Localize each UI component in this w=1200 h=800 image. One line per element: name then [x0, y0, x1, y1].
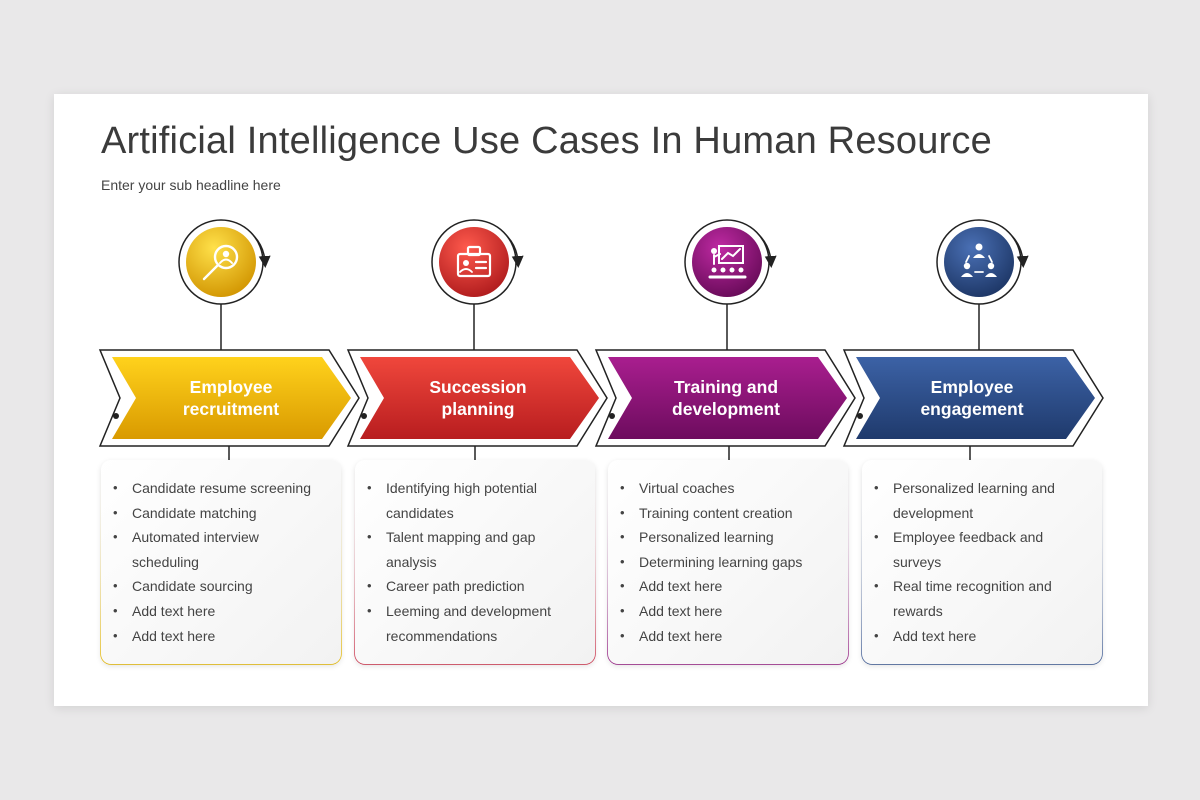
list-item: Leeming and development — [367, 599, 585, 624]
card-training-development: Virtual coaches Training content creatio… — [608, 460, 848, 664]
card-employee-engagement: Personalized learning and development Em… — [862, 460, 1102, 664]
step-label-line1: Succession — [429, 377, 526, 397]
list-item: Determining learning gaps — [620, 550, 838, 575]
list-item-continuation: candidates — [386, 504, 454, 521]
list-item: Real time recognition and — [874, 574, 1092, 599]
presentation-board-icon — [708, 245, 747, 279]
team-network-icon — [961, 243, 997, 277]
list-item-continuation: rewards — [893, 602, 943, 619]
bullet-list: Candidate resume screening Candidate mat… — [101, 460, 341, 648]
page-title: Artificial Intelligence Use Cases In Hum… — [101, 120, 992, 162]
id-badge-icon — [456, 245, 492, 278]
list-item-continuation: development — [893, 504, 974, 521]
recruitment-search-icon — [202, 244, 239, 281]
page-subtitle: Enter your sub headline here — [101, 177, 281, 193]
step-label-line2: planning — [442, 399, 515, 419]
bullet-list: Virtual coaches Training content creatio… — [608, 460, 848, 648]
rotation-arrow — [1011, 235, 1029, 268]
step-label-line1: Training and — [674, 377, 778, 397]
bullet-list: Personalized learning and development Em… — [862, 460, 1102, 648]
chevron-fill — [856, 357, 1095, 439]
step-training-development: Training and development — [594, 219, 856, 665]
step-label-line2: recruitment — [183, 399, 279, 419]
step-employee-recruitment: Employee recruitment — [98, 219, 360, 665]
list-item-continuation: analysis — [386, 553, 437, 570]
connector-dot — [857, 413, 863, 419]
list-item: Talent mapping and gap — [367, 525, 585, 550]
step-succession-planning: Succession planning — [346, 219, 608, 665]
connector-dot — [361, 413, 367, 419]
list-item: Candidate sourcing — [113, 574, 331, 599]
list-item: Add text here — [874, 624, 1092, 649]
rotation-arrow — [506, 235, 524, 268]
list-item: Personalized learning — [620, 525, 838, 550]
card-employee-recruitment: Candidate resume screening Candidate mat… — [101, 460, 341, 664]
list-item: Personalized learning and — [874, 476, 1092, 501]
rotation-arrow — [759, 235, 777, 268]
connector-dot — [113, 413, 119, 419]
list-item: Add text here — [620, 624, 838, 649]
list-item: Candidate matching — [113, 501, 331, 526]
list-item: Add text here — [113, 624, 331, 649]
chevron-fill — [360, 357, 599, 439]
list-item: Virtual coaches — [620, 476, 838, 501]
list-item: Add text here — [620, 599, 838, 624]
chevron-fill — [112, 357, 351, 439]
list-item: Candidate resume screening — [113, 476, 331, 501]
list-item: Training content creation — [620, 501, 838, 526]
connector-dot — [609, 413, 615, 419]
list-item: Identifying high potential — [367, 476, 585, 501]
list-item: Career path prediction — [367, 574, 585, 599]
list-item-continuation: surveys — [893, 553, 942, 570]
bullet-list: Identifying high potential candidates Ta… — [355, 460, 595, 648]
chevron-fill — [608, 357, 847, 439]
list-item-continuation: recommendations — [386, 627, 498, 644]
card-succession-planning: Identifying high potential candidates Ta… — [355, 460, 595, 664]
list-item: Employee feedback and — [874, 525, 1092, 550]
step-label-line1: Employee — [190, 377, 273, 397]
list-item: Add text here — [113, 599, 331, 624]
rotation-arrow — [253, 235, 271, 268]
step-label-line2: development — [672, 399, 780, 419]
step-label-line1: Employee — [931, 377, 1014, 397]
list-item: Add text here — [620, 574, 838, 599]
step-label-line2: engagement — [920, 399, 1023, 419]
icon-circle — [439, 227, 509, 297]
list-item-continuation: scheduling — [132, 553, 199, 570]
icon-circle — [944, 227, 1014, 297]
list-item: Automated interview — [113, 525, 331, 550]
